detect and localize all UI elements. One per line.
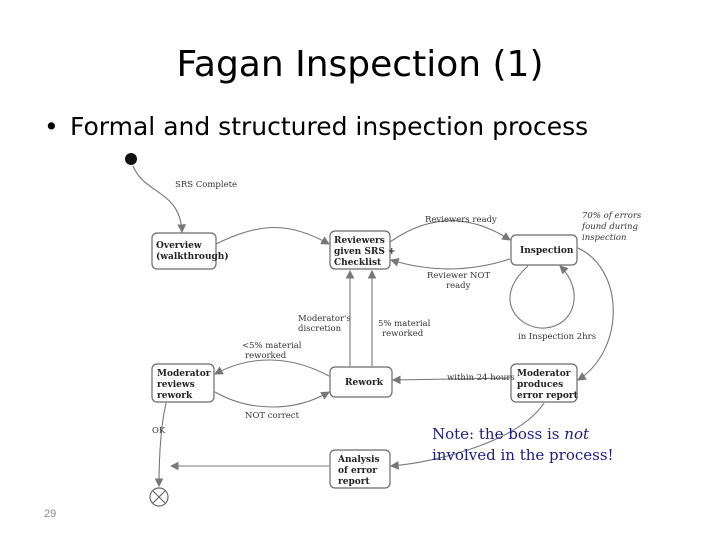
slide-title: Fagan Inspection (1) xyxy=(176,44,544,85)
svg-text:(walkthrough): (walkthrough) xyxy=(156,251,229,262)
label-in-inspection: in Inspection 2hrs xyxy=(518,332,596,342)
svg-text:of error: of error xyxy=(338,466,377,476)
node-reviewers: Reviewers given SRS + Checklist xyxy=(329,230,396,270)
node-moderator-produces: Moderator produces error report xyxy=(510,363,579,403)
note-emphasis: not xyxy=(564,425,590,443)
svg-text:error report: error report xyxy=(517,391,579,401)
svg-text:report: report xyxy=(338,477,371,487)
label-errors-found-3: inspection xyxy=(582,233,627,243)
bullet-icon: • xyxy=(44,112,59,141)
label-reviewers-ready: Reviewers ready xyxy=(425,215,497,225)
edge-not-correct xyxy=(214,391,330,408)
label-errors-found-2: found during xyxy=(581,222,639,232)
svg-text:Moderator: Moderator xyxy=(157,369,211,379)
svg-text:Moderator: Moderator xyxy=(517,369,571,379)
edge-ok xyxy=(154,402,167,488)
svg-text:Rework: Rework xyxy=(345,378,384,388)
edge-reviewer-not-ready xyxy=(389,258,511,270)
edge-overview-reviewers xyxy=(215,226,330,245)
node-analysis: Analysis of error report xyxy=(329,449,391,489)
edge-material-reworked-lt xyxy=(214,359,330,377)
bullet-item: • Formal and structured inspection proces… xyxy=(44,112,588,141)
svg-text:given SRS +: given SRS + xyxy=(334,247,396,257)
label-material-reworked-lt-1: <5% material xyxy=(242,341,302,351)
svg-text:reviews: reviews xyxy=(157,380,195,390)
label-ok: OK xyxy=(152,426,166,436)
node-overview: Overview (walkthrough) xyxy=(151,232,229,270)
label-srs-complete: SRS Complete xyxy=(175,180,237,190)
start-node xyxy=(125,153,137,165)
edge-reviewers-ready xyxy=(389,220,511,243)
label-moderator-discretion-2: discretion xyxy=(298,324,342,334)
svg-text:Reviewers: Reviewers xyxy=(334,236,385,246)
note-line-2: involved in the process! xyxy=(432,446,614,464)
node-moderator-reviews: Moderator reviews rework xyxy=(151,363,215,403)
node-inspection: Inspection xyxy=(510,234,578,266)
label-not-correct: NOT correct xyxy=(245,411,300,421)
label-material-reworked-gt-2: reworked xyxy=(382,329,424,339)
edge-inspection-report xyxy=(577,247,614,381)
boss-note: Note: the boss is not involved in the pr… xyxy=(432,424,614,466)
edge-inspection-loop xyxy=(509,265,575,329)
svg-text:rework: rework xyxy=(157,391,193,401)
label-errors-found-1: 70% of errors xyxy=(582,211,642,221)
label-reviewer-not-ready-2: ready xyxy=(446,281,471,291)
note-line-1: Note: the boss is not xyxy=(432,425,590,443)
label-reviewer-not-ready-1: Reviewer NOT xyxy=(427,271,490,281)
bullet-text: Formal and structured inspection process xyxy=(70,112,589,141)
end-node xyxy=(149,487,169,507)
slide-number: 29 xyxy=(44,508,57,520)
label-within-24: within 24 hours xyxy=(447,373,515,383)
edge-within-24 xyxy=(391,375,511,385)
svg-text:produces: produces xyxy=(517,380,563,390)
svg-text:Analysis: Analysis xyxy=(337,455,380,465)
edge-srs-complete xyxy=(132,165,187,234)
label-moderator-discretion-1: Moderator's xyxy=(298,314,351,324)
svg-text:Overview: Overview xyxy=(156,241,202,251)
node-rework: Rework xyxy=(329,366,393,398)
edge-report-analysis xyxy=(389,402,545,470)
svg-text:Inspection: Inspection xyxy=(520,246,574,256)
svg-text:Checklist: Checklist xyxy=(334,258,382,268)
label-material-reworked-lt-2: reworked xyxy=(245,351,287,361)
label-material-reworked-gt-1: 5% material xyxy=(378,319,431,329)
